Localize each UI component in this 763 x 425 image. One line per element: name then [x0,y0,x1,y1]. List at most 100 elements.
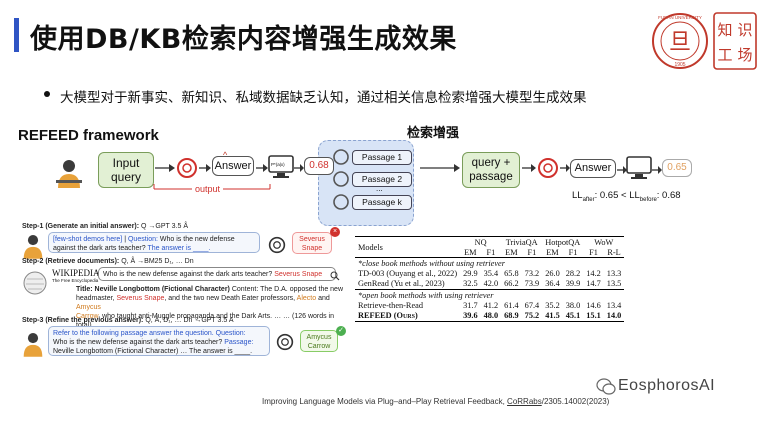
wiki-title: WIKIPEDIA [52,268,100,278]
subheader: F1 [568,247,578,257]
footer-text-c: /2305.14002(2023) [541,397,610,406]
answer-box-2: Answer [570,159,616,178]
cell: 65.8 [504,269,519,279]
cell: 41.2 [483,300,499,310]
score-box-1: 0.68 [304,157,334,175]
cell: 35.2 [545,300,560,310]
chatgpt-icon [177,158,197,178]
cell: 36.4 [545,279,560,289]
step3-label: Step-3 (Refine the previous answer): Q, … [22,317,234,324]
doc-line2f: Amycus [76,304,101,311]
step3-answer: Amycus Carrow [300,330,338,352]
wechat-icon [596,378,616,395]
passage-k: Passage k [352,195,412,210]
cell: 28.2 [565,269,581,279]
gpt-icon [333,171,349,187]
wikipedia-globe-icon [23,271,47,295]
group-nq: NQ [474,237,487,247]
answer-label: Answer [214,160,252,172]
wrong-icon: × [330,227,340,237]
logo-char-2: 识 [737,21,752,39]
user-icon [56,160,82,188]
section-closed-book: *close book methods without using retrie… [358,258,505,268]
ll-comparison: LLafter: 0.65 < LLbefore: 0.68 [572,190,681,203]
cell: 68.9 [504,311,519,321]
seal-year: 1905 [674,62,685,68]
ll-before-sub: before [639,196,657,203]
cell: 66.2 [504,279,519,289]
arrow-icon [652,166,662,174]
gpt-icon [333,194,349,210]
subheader: EM [546,247,559,257]
step1-bubble: [few-shot demos here] | Question: Who is… [48,232,260,253]
section-open-book: *open book methods with using retriever [358,290,494,300]
query-passage-line1: query + [471,157,511,169]
cell: 31.7 [463,300,478,310]
answer-box: Answer [212,156,254,176]
cell: 42.0 [483,279,499,289]
doc-line3b: , who taught anti-Muggle propaganda and … [98,313,291,320]
input-query-line1: Input [112,156,140,170]
search-icon [330,271,340,281]
framework-title: REFEED framework [18,127,159,144]
group-wow: WoW [594,237,614,247]
cell: 15.1 [586,311,601,321]
chatgpt-icon [538,158,558,178]
cell: 26.0 [545,269,560,279]
doc-line2c: , and the two new Death Eater professors… [164,295,296,302]
cell: 75.2 [524,311,540,321]
passage-dots: ... [376,184,383,193]
monitor-icon [268,155,294,178]
monitor-icon [626,156,652,179]
subheader: F1 [589,247,598,257]
subheader: EM [505,247,518,257]
subheader: F1 [486,247,496,257]
doc-line2d: Alecto [296,295,317,302]
step1-answer: Severus Snape [292,232,332,254]
cell: 13.4 [606,300,622,310]
doc-title: Title: Neville Longbottom (Fictional Cha… [76,286,230,293]
input-query-line2: query [110,170,142,184]
cell: 67.4 [524,300,540,310]
cell: 29.9 [463,269,478,279]
step3-answer-1: Amycus [306,334,332,341]
ll-mid: : 0.65 < LL [594,190,640,201]
doc-content: Title: Neville Longbottom (Fictional Cha… [76,285,348,330]
search-input: Who is the new defense against the dark … [98,267,336,281]
footer-link[interactable]: CoRRabs [507,397,542,406]
output-label: output [192,184,224,194]
cell: 48.0 [483,311,499,321]
score-box-2: 0.65 [662,159,692,177]
step1-answer-1: Severus [299,236,325,243]
arrow-icon [199,164,211,172]
ll-a: LL [572,190,583,201]
model-name: Retrieve-then-Read [358,300,423,310]
logo-char-3: 工 [717,46,732,64]
arrow-icon [155,164,175,172]
step2-label: Step-2 (Retrieve documents): Q, Â →BM25 … [22,258,194,265]
correct-icon: ✓ [336,326,346,336]
seal-char: 旦 [669,30,691,55]
ll-end: : 0.68 [656,190,681,201]
step3-bubble: Refer to the following passage answer th… [48,326,270,356]
table-row: Retrieve-then-Read 31.7 41.2 61.4 67.4 3… [355,300,624,311]
footer-citation: Improving Language Models via Plug–and–P… [262,397,609,406]
doc-line1: Content: The D.A. opposed the new [231,286,344,293]
cell: 73.9 [524,279,540,289]
model-name: GenRead (Yu et al., 2023) [358,279,445,289]
user-icon [23,333,43,357]
cell: 32.5 [463,279,478,289]
doc-line3a: Carrow [76,313,99,320]
model-name: TD-003 (Ouyang et al., 2022) [358,269,458,279]
gpt-icon [333,149,349,165]
step2-query-a: Who is the new defense against the dark … [103,271,273,278]
passage-1: Passage 1 [352,150,412,165]
hat-icon: ^ [223,150,228,160]
enhance-label: 检索增强 [407,126,460,141]
step3-line3a: Neville Longbottom (Fictional Character)… [53,348,253,355]
cell: 39.6 [463,311,478,321]
bullet-dot [44,91,50,97]
table-row: GenRead (Yu et al., 2023) 32.5 42.0 66.2… [355,279,625,290]
cell: 13.5 [606,279,622,289]
step2-query-b: Severus Snape [274,271,323,278]
